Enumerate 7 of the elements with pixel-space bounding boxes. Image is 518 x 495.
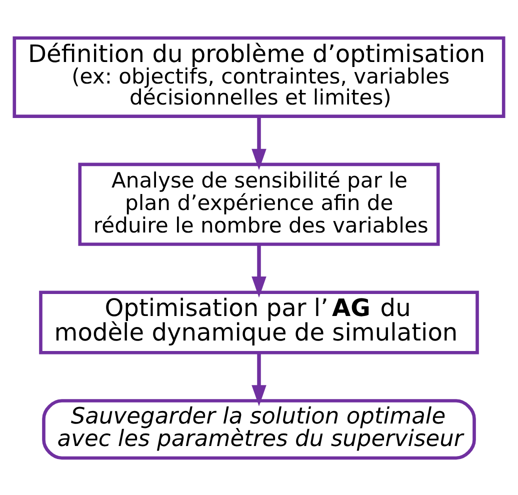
arrow [252, 244, 266, 298]
node-box: Optimisation par l’AG du modèle dynamique de simulation [39, 290, 479, 354]
arrow [252, 352, 266, 406]
arrow [252, 116, 266, 170]
node-box: Analyse de sensibilité par le plan d’expérience afin de réduire le nombre des variables [78, 162, 440, 246]
node-box: Définition du problème d’optimisation (ex: objectifs, contraintes, variables décisionnelles et limites) [12, 36, 506, 118]
node-box: Sauvegarder la solution optimale avec les paramètres du superviseur [42, 398, 476, 460]
